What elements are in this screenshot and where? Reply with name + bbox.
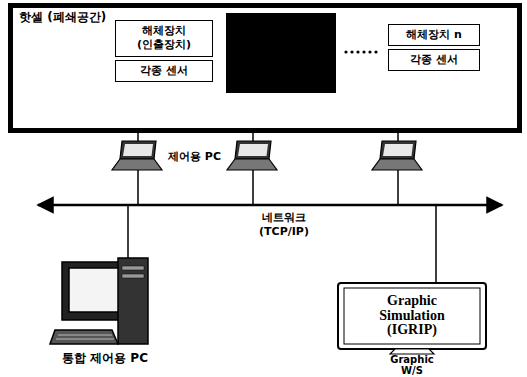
box-text: 각종 센서 — [393, 53, 475, 67]
wires — [38, 133, 502, 283]
network-label: 네트워크 (TCP/IP) — [248, 211, 320, 239]
blacked-out-device — [226, 13, 336, 93]
sensor-box: 각종 센서 — [388, 49, 480, 71]
laptop-icons — [112, 141, 422, 170]
network-bus — [38, 204, 502, 207]
wire — [397, 170, 399, 205]
laptop-icon — [372, 141, 422, 170]
pc-label: 통합 제어용 PC — [40, 351, 170, 366]
wire — [137, 133, 139, 141]
simulation-screen: Graphic Simulation (IGRIP) — [346, 290, 478, 342]
device-box: 해체장치 (인출장치) — [115, 20, 213, 57]
wire — [252, 133, 254, 141]
workstation-monitor — [338, 283, 486, 354]
hot-cell-region: 핫셀 (폐쇄공간)해체장치 (인출장치)각종 센서해체장치 n각종 센서 — [8, 3, 522, 133]
wire — [397, 133, 399, 141]
box-text: Graphic Simulation (IGRIP) — [364, 294, 460, 338]
box-text: 해체장치 (인출장치) — [120, 24, 208, 53]
wire — [127, 205, 129, 258]
workstation-label: Graphic W/S — [388, 355, 436, 376]
laptop-icon — [112, 141, 162, 170]
box-text: 해체장치 n — [393, 28, 475, 42]
box-text: 각종 센서 — [120, 64, 208, 78]
sensor-box: 각종 센서 — [115, 60, 213, 82]
wire — [137, 170, 139, 205]
laptop-icon — [227, 141, 277, 170]
desktop-pc-icon — [50, 258, 148, 344]
wire — [252, 170, 254, 205]
ellipsis-dots — [344, 50, 377, 53]
wire — [435, 205, 437, 283]
pc-label: 제어용 PC — [168, 150, 238, 164]
device-box: 해체장치 n — [388, 24, 480, 46]
